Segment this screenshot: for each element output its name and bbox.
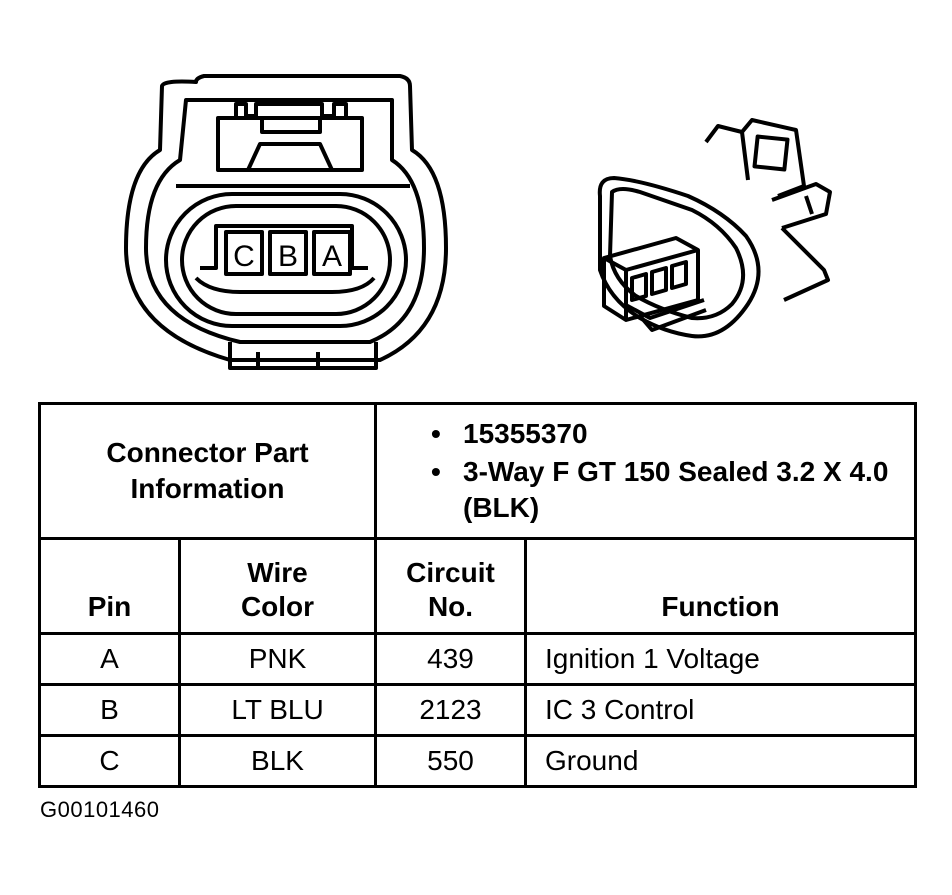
pin-cell: A (38, 632, 181, 686)
cavity-label-a: A (322, 240, 342, 273)
pin-cell: C (38, 734, 181, 788)
header-row: Pin Wire Color Circuit No. Function (38, 537, 918, 635)
header-function: Function (523, 537, 918, 635)
function-cell: IC 3 Control (523, 683, 918, 737)
header-circuit-no: Circuit No. (374, 537, 527, 635)
function-cell: Ground (523, 734, 918, 788)
part-info-list: 15355370 3-Way F GT 150 Sealed 3.2 X 4.0… (373, 402, 918, 540)
table-row: C BLK 550 Ground (38, 734, 918, 788)
part-info-label-line1: Connector Part (106, 437, 309, 468)
part-info-label-line2: Information (130, 473, 285, 504)
table-row: B LT BLU 2123 IC 3 Control (38, 683, 918, 737)
wire-color-cell: PNK (178, 632, 377, 686)
table-row: A PNK 439 Ignition 1 Voltage (38, 632, 918, 686)
circuit-cell: 439 (374, 632, 527, 686)
wire-color-cell: BLK (178, 734, 377, 788)
cavity-label-c: C (233, 240, 255, 273)
part-number: 15355370 (431, 416, 914, 452)
connector-face-view (124, 74, 448, 370)
part-info-label: Connector Part Information (38, 402, 377, 540)
part-info-row: Connector Part Information 15355370 3-Wa… (38, 402, 918, 540)
connector-illustrations: C B A (124, 74, 832, 370)
header-pin: Pin (38, 537, 181, 635)
part-description: 3-Way F GT 150 Sealed 3.2 X 4.0 (BLK) (431, 454, 914, 526)
wire-color-cell: LT BLU (178, 683, 377, 737)
connector-pinout-table: Connector Part Information 15355370 3-Wa… (38, 402, 918, 788)
circuit-cell: 2123 (374, 683, 527, 737)
header-wire-color: Wire Color (178, 537, 377, 635)
figure-id: G00101460 (40, 797, 160, 822)
function-cell: Ignition 1 Voltage (523, 632, 918, 686)
circuit-cell: 550 (374, 734, 527, 788)
cavity-label-b: B (278, 240, 298, 273)
pin-cell: B (38, 683, 181, 737)
connector-isometric-view (597, 118, 832, 339)
